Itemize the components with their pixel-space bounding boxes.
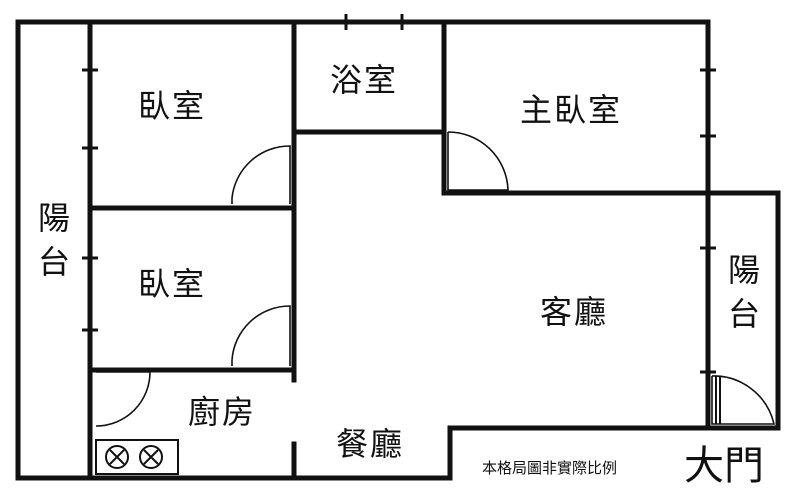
kitchen-door (95, 371, 151, 427)
door-swings (95, 131, 776, 427)
wall-ticks (82, 14, 716, 374)
room-master-bedroom: 主臥室 (520, 91, 623, 129)
room-balcony-left: 陽台 (37, 199, 70, 281)
room-bedroom-middle: 臥室 (138, 265, 207, 303)
top-bedroom-door (231, 145, 291, 204)
room-dining-room: 餐廳 (336, 425, 405, 463)
room-bedroom-top: 臥室 (138, 87, 207, 125)
south-wall (15, 19, 711, 481)
room-living-room: 客廳 (540, 293, 609, 331)
room-kitchen: 廚房 (188, 393, 257, 431)
balcony-sliding-door (711, 375, 776, 425)
master-bedroom-door (447, 131, 509, 191)
stove-icon (95, 439, 179, 475)
middle-bedroom-door (231, 305, 291, 366)
east-balcony-wall (705, 190, 781, 431)
room-balcony-right: 陽台 (727, 251, 760, 333)
room-bathroom: 浴室 (330, 61, 399, 99)
scale-note: 本格局圖非實際比例 (482, 459, 618, 477)
interior-walls (87, 19, 711, 481)
entrance-label: 大門 (684, 443, 764, 489)
